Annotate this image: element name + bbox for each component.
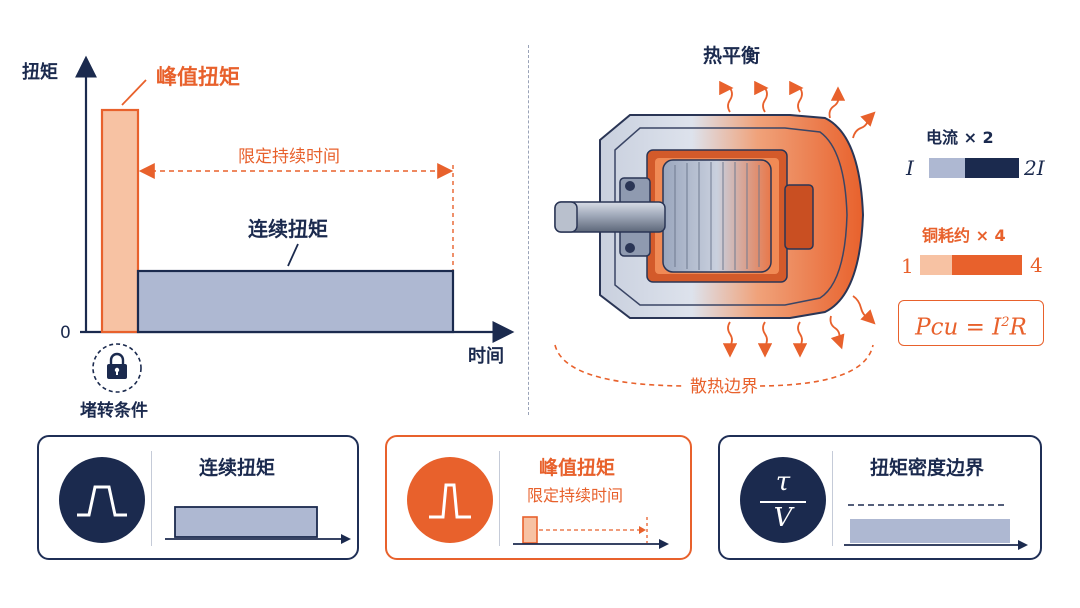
formula-tail: R bbox=[1009, 314, 1027, 341]
copper-high-bar bbox=[952, 255, 1022, 275]
narrow-pulse-icon bbox=[407, 457, 493, 543]
torque-time-chart: 扭矩 时间 0 峰值扭矩 限定持续时间 连续扭矩 堵转条件 bbox=[22, 55, 515, 421]
torque-density-card: τ V 扭矩密度边界 bbox=[718, 435, 1042, 560]
motor-cutaway-illustration bbox=[554, 114, 865, 319]
stall-condition-label: 堵转条件 bbox=[80, 400, 148, 421]
card-subtitle: 限定持续时间 bbox=[527, 486, 624, 505]
copper-loss-formula: Pcu = I2R bbox=[898, 300, 1044, 346]
lock-icon bbox=[107, 352, 127, 379]
card-divider bbox=[499, 451, 500, 546]
formula-exponent: 2 bbox=[1001, 315, 1010, 330]
current-low-label: I bbox=[906, 156, 914, 180]
heat-arrows-bottom bbox=[722, 295, 876, 358]
icon-denominator: V bbox=[773, 503, 793, 533]
origin-label: 0 bbox=[60, 323, 71, 343]
card-title: 连续扭矩 bbox=[199, 457, 276, 479]
current-high-label: 2I bbox=[1024, 156, 1045, 180]
peak-torque-card: 峰值扭矩 限定持续时间 bbox=[385, 435, 692, 560]
card-title: 扭矩密度边界 bbox=[870, 457, 985, 479]
density-mini-chart bbox=[844, 504, 1028, 550]
copper-loss-label: 铜耗约 × 4 bbox=[922, 226, 1006, 245]
continuous-mini-chart bbox=[165, 506, 351, 544]
y-axis-label: 扭矩 bbox=[22, 61, 58, 83]
current-low-bar bbox=[929, 158, 965, 178]
continuous-label-leader bbox=[287, 243, 299, 267]
duration-label: 限定持续时间 bbox=[238, 147, 340, 167]
copper-high-label: 4 bbox=[1030, 253, 1043, 277]
torque-per-volume-icon: τ V bbox=[740, 457, 826, 543]
card-divider bbox=[151, 451, 152, 546]
continuous-torque-label: 连续扭矩 bbox=[248, 217, 328, 241]
continuous-torque-card: 连续扭矩 bbox=[37, 435, 359, 560]
copper-low-bar bbox=[920, 255, 952, 275]
current-scaling-label: 电流 × 2 bbox=[926, 128, 994, 147]
heat-arrows-top bbox=[727, 85, 876, 139]
x-axis-label: 时间 bbox=[468, 346, 504, 367]
motor-thermal-panel: 热平衡 bbox=[554, 44, 876, 397]
copper-low-label: 1 bbox=[901, 254, 914, 278]
peak-torque-bar bbox=[100, 108, 140, 334]
card-title: 峰值扭矩 bbox=[539, 457, 616, 479]
peak-torque-label: 峰值扭矩 bbox=[156, 65, 240, 89]
peak-label-leader bbox=[121, 79, 147, 106]
card-divider bbox=[832, 451, 833, 546]
dissipation-boundary bbox=[554, 344, 874, 387]
section-divider bbox=[528, 45, 529, 415]
current-high-bar bbox=[965, 158, 1019, 178]
icon-numerator: τ bbox=[775, 467, 791, 497]
dissipation-boundary-label: 散热边界 bbox=[690, 377, 758, 397]
formula-main: Pcu = I bbox=[915, 314, 1002, 341]
trapezoid-pulse-icon bbox=[59, 457, 145, 543]
continuous-torque-bar bbox=[136, 269, 455, 334]
thermal-balance-title: 热平衡 bbox=[703, 44, 760, 67]
peak-mini-chart bbox=[513, 516, 669, 549]
